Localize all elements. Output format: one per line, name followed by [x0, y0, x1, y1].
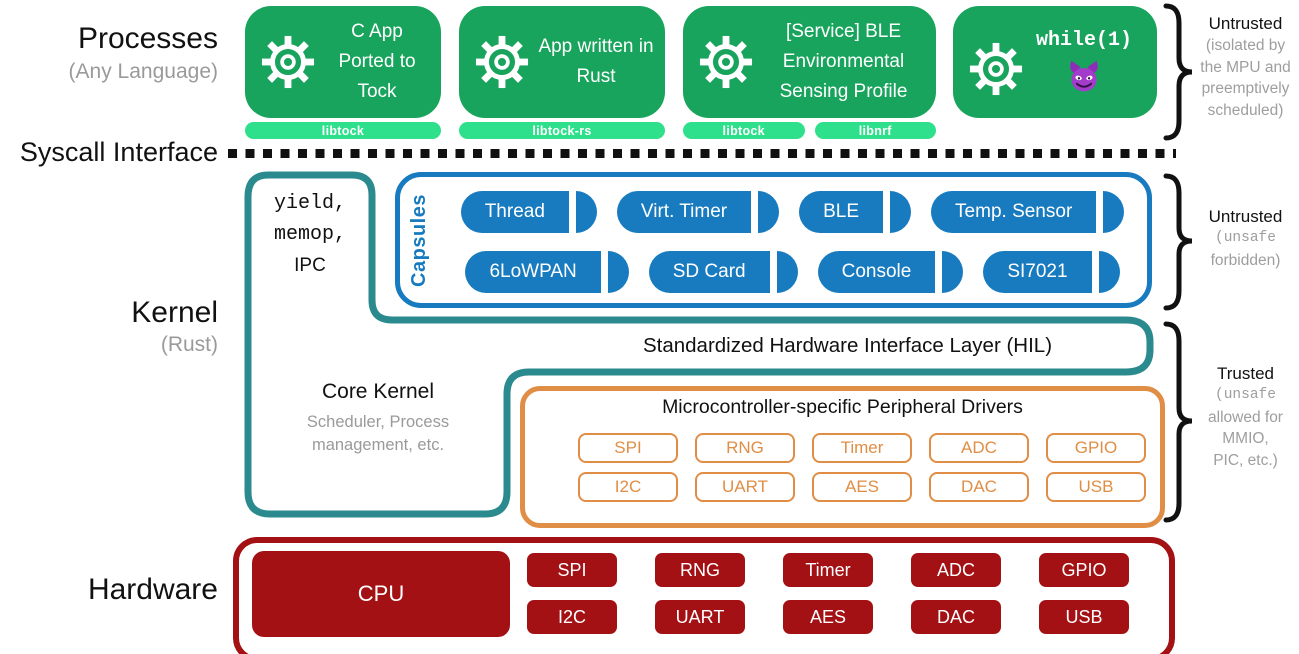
capsules-annotation: Untrusted (unsafe forbidden) — [1192, 206, 1299, 271]
core-kernel-subtitle: Scheduler, Process management, etc. — [306, 413, 450, 454]
driver-chip-aes: AES — [812, 472, 912, 502]
process-box-rust-app: App written in Rust — [459, 6, 665, 118]
driver-chip-usb: USB — [1046, 472, 1146, 502]
hw-chip-rng: RNG — [655, 553, 745, 587]
cpu-block: CPU — [252, 551, 510, 637]
hw-chip-aes: AES — [783, 600, 873, 634]
driver-chip-gpio: GPIO — [1046, 433, 1146, 463]
gear-icon — [695, 31, 757, 93]
annotation-title: Trusted — [1216, 364, 1274, 383]
peripheral-drivers-box — [520, 386, 1165, 528]
annotation-title: Untrusted — [1208, 207, 1283, 226]
lib-badge: libtock-rs — [459, 122, 665, 139]
driver-chip-spi: SPI — [578, 433, 678, 463]
capsule-cap — [942, 251, 964, 293]
syscall-dotted-line — [228, 149, 1176, 158]
hw-chip-timer: Timer — [783, 553, 873, 587]
driver-chip-rng: RNG — [695, 433, 795, 463]
process-app-name: App written in Rust — [538, 36, 654, 87]
hil-label: Standardized Hardware Interface Layer (H… — [642, 334, 1053, 357]
hardware-box — [233, 537, 1175, 654]
capsule-pill-sd-card: SD Card — [648, 251, 798, 293]
capsules-brace — [1163, 173, 1193, 311]
process-box-ble-service: [Service] BLE Environmental Sensing Prof… — [683, 6, 936, 118]
hardware-label: Hardware — [87, 573, 218, 606]
capsule-pill-virt-timer: Virt. Timer — [616, 191, 780, 233]
trusted-brace — [1163, 321, 1193, 523]
annotation-title: Untrusted — [1208, 14, 1283, 33]
hw-chip-adc: ADC — [911, 553, 1001, 587]
processes-annotation: Untrusted (isolated by the MPU and preem… — [1192, 13, 1299, 121]
hw-chip-gpio: GPIO — [1039, 553, 1129, 587]
gear-icon — [471, 31, 533, 93]
lib-badge: libnrf — [814, 122, 936, 139]
lib-badge: libtock — [683, 122, 805, 139]
gear-icon — [257, 31, 319, 93]
capsule-pill-console: Console — [817, 251, 964, 293]
capsule-cap — [575, 191, 597, 233]
processes-sublabel: (Any Language) — [68, 60, 218, 83]
driver-chip-dac: DAC — [929, 472, 1029, 502]
devil-emoji-icon — [1066, 59, 1102, 95]
capsule-pill-si7021: SI7021 — [983, 251, 1120, 293]
capsule-pill-thread: Thread — [460, 191, 597, 233]
trusted-annotation: Trusted (unsafe allowed for MMIO, PIC, e… — [1192, 363, 1299, 471]
kernel-syscalls: yield, memop, IPC — [273, 192, 346, 276]
driver-chip-uart: UART — [695, 472, 795, 502]
processes-label: Processes — [77, 22, 218, 55]
process-app-name: C App Ported to Tock — [338, 21, 416, 102]
capsule-cap — [607, 251, 629, 293]
hw-chip-i2c: I2C — [527, 600, 617, 634]
capsule-cap — [1098, 251, 1120, 293]
hw-chip-dac: DAC — [911, 600, 1001, 634]
hw-chip-spi: SPI — [527, 553, 617, 587]
capsule-cap — [1103, 191, 1125, 233]
driver-chip-timer: Timer — [812, 433, 912, 463]
process-box-c-app: C App Ported to Tock — [245, 6, 441, 118]
capsule-cap — [758, 191, 780, 233]
process-app-name: while(1) — [1035, 29, 1132, 52]
hw-chip-uart: UART — [655, 600, 745, 634]
driver-chip-i2c: I2C — [578, 472, 678, 502]
kernel-label: Kernel — [131, 296, 218, 329]
driver-chip-adc: ADC — [929, 433, 1029, 463]
capsule-cap — [776, 251, 798, 293]
process-box-while1: while(1) — [953, 6, 1157, 118]
syscall-interface-label: Syscall Interface — [19, 137, 218, 167]
capsule-cap — [890, 191, 912, 233]
capsule-pill-temp-sensor: Temp. Sensor — [931, 191, 1125, 233]
hw-chip-usb: USB — [1039, 600, 1129, 634]
capsules-label: Capsules — [407, 193, 430, 287]
peripheral-drivers-title: Microcontroller-specific Peripheral Driv… — [662, 396, 1023, 418]
capsule-pill-ble: BLE — [799, 191, 912, 233]
core-kernel-title: Core Kernel — [321, 380, 435, 403]
capsules-container: Capsules Thread Virt. Timer BLE Temp. Se… — [395, 172, 1152, 308]
capsule-pill-6lowpan: 6LoWPAN — [465, 251, 629, 293]
process-app-name: [Service] BLE Environmental Sensing Prof… — [779, 21, 908, 102]
kernel-sublabel: (Rust) — [160, 333, 218, 356]
processes-brace — [1163, 3, 1193, 141]
lib-badge: libtock — [245, 122, 441, 139]
